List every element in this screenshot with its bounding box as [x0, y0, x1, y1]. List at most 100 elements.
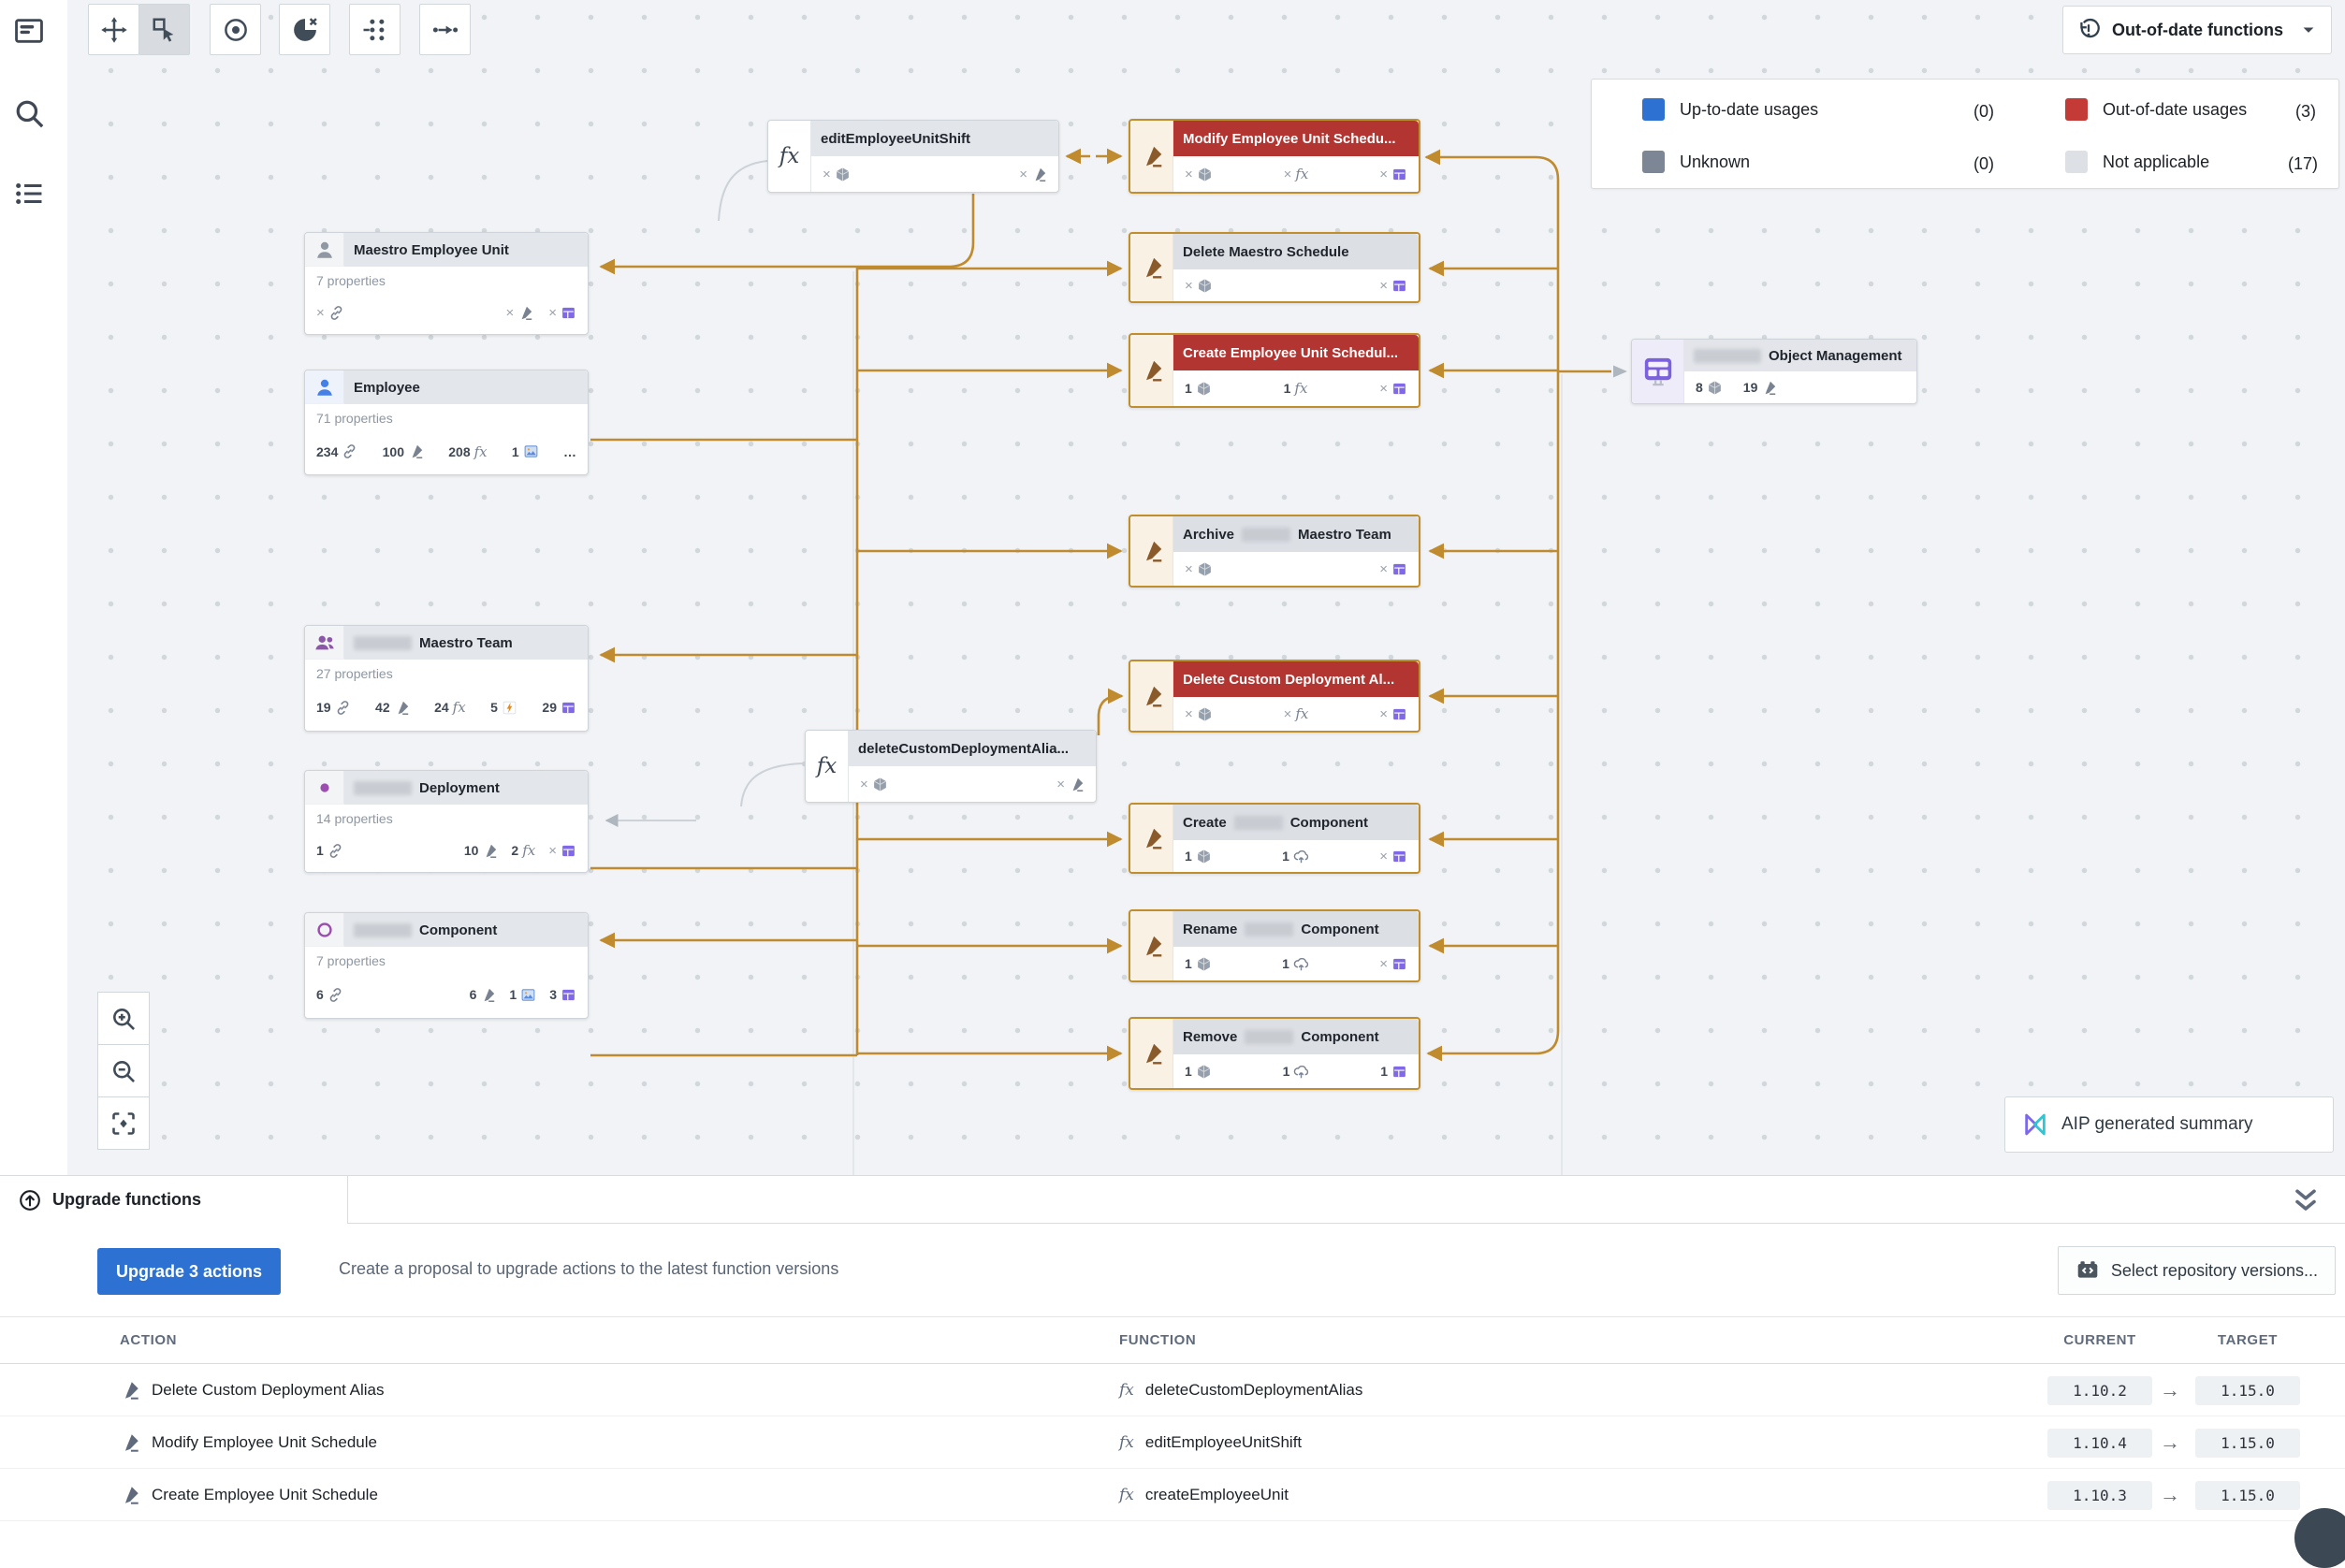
- legend-swatch-gray: [1642, 151, 1665, 173]
- action-icon: [394, 700, 410, 716]
- action-node-delete-maestro-schedule[interactable]: Delete Maestro Schedule × ×: [1129, 232, 1420, 303]
- tab-upgrade-functions[interactable]: Upgrade functions: [0, 1176, 348, 1224]
- node-title: Maestro Employee Unit: [344, 233, 588, 267]
- left-sidebar: [0, 0, 67, 1175]
- property-count: 7 properties: [316, 953, 386, 968]
- hide-tool-button[interactable]: [279, 4, 330, 55]
- action-node-delete-custom-deployment-alias[interactable]: Delete Custom Deployment Al... × ×fx ×: [1129, 660, 1420, 733]
- legend-swatch-light: [2065, 151, 2088, 173]
- node-title: Delete Maestro Schedule: [1173, 234, 1419, 269]
- legend-item-unknown: Unknown: [1642, 151, 1750, 173]
- legend-swatch-blue: [1642, 98, 1665, 121]
- node-title-part: Component: [1301, 921, 1379, 937]
- focus-tool-button[interactable]: [210, 4, 261, 55]
- aip-generated-summary-button[interactable]: AIP generated summary: [2004, 1096, 2334, 1153]
- column-header-target: TARGET: [2217, 1332, 2279, 1348]
- node-title-part: Component: [1289, 814, 1369, 831]
- cube-icon: [1196, 849, 1212, 864]
- node-title: editEmployeeUnitShift: [811, 121, 1058, 156]
- collapse-tool-button[interactable]: [419, 4, 471, 55]
- layout-tool-button[interactable]: [349, 4, 401, 55]
- gavel-icon: [1130, 516, 1173, 586]
- upgrade-description: Create a proposal to upgrade actions to …: [339, 1259, 839, 1278]
- legend-count: (0): [1974, 102, 1994, 121]
- node-title: Create Employee Unit Schedul...: [1173, 335, 1419, 370]
- node-title: Deployment: [419, 779, 500, 796]
- action-node-modify-employee-unit-schedule[interactable]: Modify Employee Unit Schedu... × ×fx ×: [1129, 119, 1420, 194]
- table-icon: [1391, 167, 1407, 182]
- node-title: Object Management: [1769, 347, 1902, 364]
- people-icon: [305, 626, 344, 659]
- legend-label: Unknown: [1680, 152, 1751, 171]
- usage-legend: Up-to-date usages (0) Out-of-date usages…: [1591, 79, 2339, 189]
- dropdown-selected-value: Out-of-date functions: [2112, 20, 2283, 39]
- property-count: 27 properties: [316, 666, 393, 681]
- collapse-panel-button[interactable]: [2289, 1183, 2323, 1217]
- redacted-text: [1245, 922, 1294, 936]
- zoom-out-button[interactable]: [97, 1044, 150, 1097]
- redacted-text: [1694, 348, 1761, 363]
- upgrade-actions-button[interactable]: Upgrade 3 actions: [97, 1248, 282, 1295]
- action-node-create-component[interactable]: Create Component 1 1 ×: [1129, 803, 1420, 874]
- select-tool-button[interactable]: [138, 4, 190, 55]
- function-fx-icon: fx: [768, 121, 811, 192]
- arrow-right-icon: →: [2160, 1430, 2180, 1454]
- column-header-current: CURRENT: [2063, 1332, 2136, 1348]
- gavel-icon: [1130, 1019, 1173, 1088]
- details-panel-icon[interactable]: [13, 15, 45, 47]
- current-version-chip: 1.10.3: [2047, 1480, 2152, 1510]
- node-title-part: Component: [1301, 1028, 1379, 1045]
- action-node-archive-maestro-team[interactable]: Archive Maestro Team × ×: [1129, 515, 1420, 588]
- redacted-text: [354, 922, 412, 937]
- gavel-icon: [1130, 335, 1173, 406]
- zoom-fit-button[interactable]: [97, 1096, 150, 1150]
- object-node-component[interactable]: Component 7 properties 6 6 1 3: [304, 912, 589, 1019]
- search-icon[interactable]: [13, 97, 45, 129]
- gavel-icon: [1130, 911, 1173, 980]
- node-title: Modify Employee Unit Schedu...: [1173, 121, 1419, 156]
- function-node-editEmployeeUnitShift[interactable]: fx editEmployeeUnitShift × ×: [767, 120, 1059, 193]
- list-view-icon[interactable]: [13, 178, 45, 210]
- object-node-maestro-employee-unit[interactable]: Maestro Employee Unit 7 properties × × ×: [304, 232, 589, 335]
- layout-dots-icon: [361, 16, 389, 44]
- function-status-dropdown[interactable]: Out-of-date functions: [2062, 6, 2332, 54]
- column-header-action: ACTION: [120, 1332, 178, 1348]
- action-icon: [1761, 380, 1777, 396]
- action-icon: [120, 1432, 140, 1453]
- action-node-remove-component[interactable]: Remove Component 1 1 1: [1129, 1017, 1420, 1090]
- fx-icon: fx: [1119, 1486, 1134, 1504]
- upload-cloud-icon: [1293, 1064, 1309, 1080]
- help-button[interactable]: [2294, 1508, 2345, 1568]
- graph-edges: [590, 148, 1627, 1175]
- image-icon: [523, 443, 539, 459]
- zoom-in-button[interactable]: [97, 992, 150, 1045]
- fx-icon: fx: [522, 842, 536, 859]
- row-action-name: Modify Employee Unit Schedule: [152, 1433, 377, 1451]
- bolt-icon: [502, 700, 517, 716]
- node-title-part: Remove: [1183, 1028, 1238, 1045]
- select-repository-versions-button[interactable]: Select repository versions...: [2057, 1246, 2336, 1295]
- node-title: deleteCustomDeploymentAlia...: [849, 731, 1096, 766]
- row-action-name: Create Employee Unit Schedule: [152, 1486, 378, 1503]
- action-node-rename-component[interactable]: Rename Component 1 1 ×: [1129, 909, 1420, 982]
- gavel-icon: [1130, 661, 1173, 731]
- pan-tool-button[interactable]: [88, 4, 139, 55]
- cube-icon: [872, 777, 888, 792]
- merge-arrow-icon: [431, 16, 459, 44]
- chevron-down-icon: [2299, 21, 2318, 39]
- column-header-function: FUNCTION: [1119, 1332, 1197, 1348]
- table-icon: [1391, 381, 1407, 397]
- more-badges: …: [562, 443, 576, 459]
- cube-icon: [1196, 956, 1212, 972]
- link-icon: [342, 443, 357, 459]
- app-node-object-management[interactable]: Object Management 8 19: [1631, 339, 1917, 404]
- action-icon: [120, 1485, 140, 1505]
- function-node-deleteCustomDeploymentAlias[interactable]: fx deleteCustomDeploymentAlia... × ×: [805, 730, 1097, 803]
